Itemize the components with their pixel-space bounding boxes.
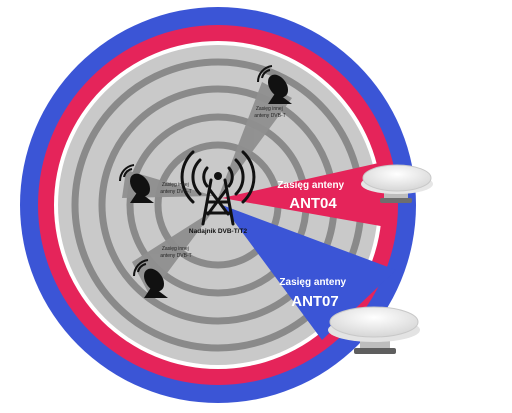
small-antenna-label-bottom: Zasięg innej anteny DVB-T bbox=[160, 246, 191, 259]
small-antenna-label-left: Zasięg innej anteny DVB-T bbox=[160, 182, 191, 195]
ant04-antenna-product bbox=[361, 164, 433, 203]
ant07-zone-wedge bbox=[222, 205, 396, 340]
small-antenna-label-top: Zasięg innej anteny DVB-T bbox=[254, 106, 285, 119]
satellite-dish-icon-top bbox=[256, 65, 292, 104]
ant04-zone-wedge bbox=[222, 160, 392, 228]
transmitter-tower-icon bbox=[180, 150, 256, 226]
transmitter-label: Nadajnik DVB-T/T2 bbox=[189, 228, 248, 235]
satellite-dish-icon-bottom bbox=[132, 259, 168, 298]
satellite-dish-icon-left bbox=[118, 164, 154, 203]
ant07-antenna-product bbox=[328, 306, 420, 354]
ant04-zone-label: Zasięg anteny ANT04 bbox=[277, 175, 348, 212]
ant07-zone-label: Zasięg anteny ANT07 bbox=[279, 272, 350, 310]
